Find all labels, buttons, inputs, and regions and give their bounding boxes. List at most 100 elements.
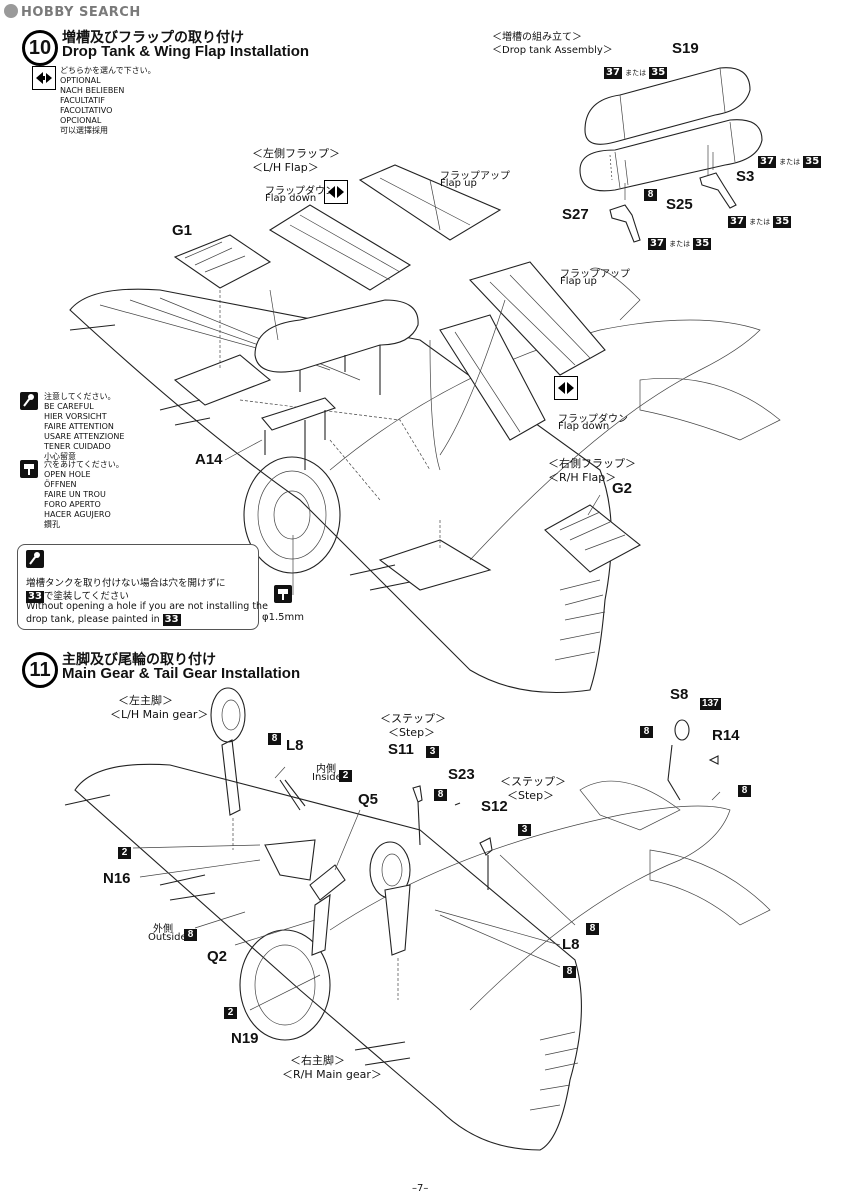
part-s3: S3 xyxy=(736,168,755,185)
color-37-badge-s3: 37 xyxy=(758,156,776,168)
part-q2: Q2 xyxy=(207,948,228,965)
drop-tank-assembly-drawing xyxy=(579,67,763,243)
page-number: –7– xyxy=(412,1183,429,1194)
note-text-jp-2: で塗装してください xyxy=(43,591,129,602)
watermark-text: HOBBY SEARCH xyxy=(21,5,141,20)
optional-line-cn: 可以選擇採用 xyxy=(60,126,108,135)
or-jp-s3: または xyxy=(779,158,801,166)
drill-size: φ1.5mm xyxy=(262,612,304,623)
flap-down-jp-right: フラップダウン xyxy=(558,414,628,425)
part-s12: S12 xyxy=(481,798,508,815)
flap-down-en-left: Flap down xyxy=(265,193,317,204)
rh-flap-title-jp: ＜右側フラップ＞ xyxy=(548,457,636,470)
rh-flap-title-en: ＜R/H Flap＞ xyxy=(548,471,617,484)
optional-icon xyxy=(32,66,56,90)
optional-line-de: NACH BELIEBEN xyxy=(60,86,125,95)
color-35-badge-s3: 35 xyxy=(803,156,822,168)
part-s19: S19 xyxy=(672,40,699,57)
watermark: HOBBY SEARCH xyxy=(4,4,141,20)
step10-wing-drawing xyxy=(69,164,781,694)
step-title-jp-2: ＜ステップ＞ xyxy=(500,775,566,788)
color-8-badge-r14: 8 xyxy=(738,785,751,797)
step-title-en-2: ＜Step＞ xyxy=(507,789,555,802)
optional-legend: どちらかを選んで下さい。 OPTIONAL NACH BELIEBEN FACU… xyxy=(60,66,156,136)
lh-flap-title-jp: ＜左側フラップ＞ xyxy=(252,147,340,160)
step10-title-jp: 増槽及びフラップの取り付け xyxy=(62,30,244,46)
flap-up-jp-left: フラップアップ xyxy=(440,171,510,182)
color-2-badge-n16: 2 xyxy=(118,847,131,859)
lh-flap-title-en: ＜L/H Flap＞ xyxy=(252,161,319,174)
careful-icon xyxy=(20,392,38,410)
s27-color-note: 37 または 35 xyxy=(648,238,712,250)
open-hole-icon xyxy=(20,460,38,478)
optional-line-fr: FACULTATIF xyxy=(60,96,105,105)
careful-line-de: HIER VORSICHT xyxy=(44,412,107,421)
part-n19: N19 xyxy=(231,1030,259,1047)
flap-up-en-right: Flap up xyxy=(560,276,597,287)
careful-line-fr: FAIRE ATTENTION xyxy=(44,422,114,431)
color-37-badge-s25: 37 xyxy=(728,216,746,228)
color-8-badge-s8: 8 xyxy=(640,726,653,738)
color-3-badge-s11: 3 xyxy=(426,746,439,758)
openhole-line-jp: 穴をあけてください。 xyxy=(44,460,124,469)
step11-wing-drawing xyxy=(64,687,771,1151)
or-jp: または xyxy=(625,69,647,77)
step-title-en-1: ＜Step＞ xyxy=(388,726,436,739)
color-2-badge-inside: 2 xyxy=(339,770,352,782)
note-text-en-2: drop tank, please painted in xyxy=(26,614,160,625)
careful-line-es: TENER CUIDADO xyxy=(44,442,111,451)
rh-gear-title-en: ＜R/H Main gear＞ xyxy=(282,1068,382,1081)
openhole-line-it: FORO APERTO xyxy=(44,500,101,509)
s25-color-note: 37 または 35 xyxy=(728,216,792,228)
careful-line-cn: 小心留意 xyxy=(44,452,76,461)
careful-line-jp: 注意してください。 xyxy=(44,392,116,401)
color-8-badge-l8-right: 8 xyxy=(563,966,576,978)
careful-line-en: BE CAREFUL xyxy=(44,402,94,411)
drop-tank-title-en: ＜Drop tank Assembly＞ xyxy=(492,45,613,56)
flap-up-jp-right: フラップアップ xyxy=(560,269,630,280)
step11-number: 11 xyxy=(22,652,58,688)
tank-color-note: 37 または 35 xyxy=(604,67,668,79)
color-137-badge: 137 xyxy=(700,698,721,710)
color-37-badge-s27: 37 xyxy=(648,238,666,250)
flap-down-jp-left: フラップダウン xyxy=(265,186,335,197)
color-8-badge-s12: 8 xyxy=(586,923,599,935)
color-8-badge-outside: 8 xyxy=(184,929,197,941)
step10-title-en: Drop Tank & Wing Flap Installation xyxy=(62,43,310,60)
optional-icon-flap-left xyxy=(324,180,348,204)
color-8-badge-l8: 8 xyxy=(268,733,281,745)
part-s23: S23 xyxy=(448,766,475,783)
part-g1: G1 xyxy=(172,222,193,239)
part-s11: S11 xyxy=(388,741,414,758)
lh-gear-title-jp: ＜左主脚＞ xyxy=(118,694,173,707)
openhole-line-fr: FAIRE UN TROU xyxy=(44,490,106,499)
part-s25: S25 xyxy=(666,196,693,213)
openhole-line-es: HACER AGUJERO xyxy=(44,510,111,519)
optional-line-es: OPCIONAL xyxy=(60,116,102,125)
note-color-badge-2: 33 xyxy=(162,614,181,626)
rh-gear-title-jp: ＜右主脚＞ xyxy=(290,1054,345,1067)
color-8-badge-s11: 8 xyxy=(434,789,447,801)
step-title-jp-1: ＜ステップ＞ xyxy=(380,712,446,725)
part-l8-left: L8 xyxy=(286,737,304,754)
part-a14: A14 xyxy=(195,451,223,468)
part-g2: G2 xyxy=(612,480,633,497)
optional-line-it: FACOLTATIVO xyxy=(60,106,113,115)
or-jp-s27: または xyxy=(669,240,691,248)
part-r14: R14 xyxy=(712,727,740,744)
careful-icon-note xyxy=(26,550,44,568)
flap-up-en-left: Flap up xyxy=(440,178,477,189)
part-s27: S27 xyxy=(562,206,589,223)
flap-down-en-right: Flap down xyxy=(558,421,610,432)
color-8-badge-tank: 8 xyxy=(644,189,657,201)
lh-gear-title-en: ＜L/H Main gear＞ xyxy=(110,708,209,721)
outside-jp: 外側 xyxy=(153,924,173,935)
color-35-badge-s27: 35 xyxy=(693,238,712,250)
color-37-badge: 37 xyxy=(604,67,622,79)
outside-en: Outside xyxy=(148,932,187,943)
inside-en: Inside xyxy=(312,772,342,783)
optional-line-en: OPTIONAL xyxy=(60,76,101,85)
careful-line-it: USARE ATTENZIONE xyxy=(44,432,125,441)
